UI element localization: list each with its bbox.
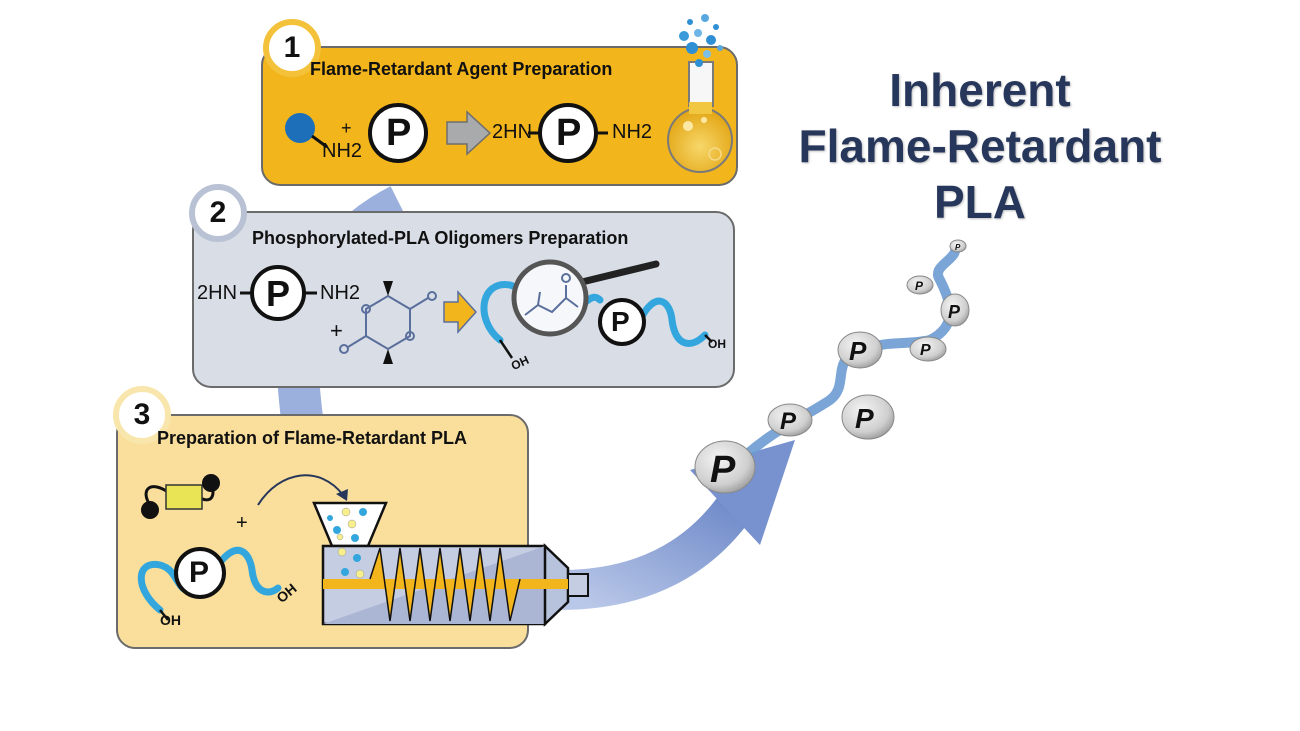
phosphorus-icon [174, 547, 226, 599]
p-label: P [189, 556, 210, 589]
p-disk-label: P [920, 342, 931, 359]
step-2-number: 2 [209, 196, 227, 229]
lactide-molecule-icon [339, 281, 437, 364]
p-disk-label: P [855, 403, 874, 434]
oh-label: OH [708, 337, 726, 351]
nh2-label: NH2 [320, 282, 361, 304]
nh2-label: NH2 [322, 140, 363, 162]
reaction-arrow-icon [446, 110, 492, 156]
p-disk-label: P [915, 279, 924, 293]
step-1-panel [261, 14, 738, 186]
step-2-title: Phosphorylated-PLA Oligomers Preparation [252, 228, 629, 248]
p-disk [940, 293, 970, 327]
p-disk [949, 239, 967, 253]
p-disk [837, 331, 883, 369]
chain-extender-icon [141, 474, 220, 519]
main-title-line-3: PLA [934, 176, 1026, 228]
polymer-ribbon: P P P P P P P P [694, 239, 970, 494]
h2n-label: 2HN [197, 282, 238, 304]
p-disk-label: P [710, 449, 736, 491]
amine-ball-icon [285, 113, 315, 143]
magnifier-icon [511, 259, 660, 337]
main-title-line-2: Flame-Retardant [798, 120, 1162, 172]
step-1-number: 1 [283, 31, 301, 64]
extruder-icon [312, 501, 589, 627]
main-title: Inherent Flame-Retardant PLA [770, 62, 1190, 230]
p-disk [841, 394, 895, 440]
main-title-line-1: Inherent [889, 64, 1071, 116]
feed-arrow-icon [257, 474, 344, 506]
p-disk-label: P [955, 243, 961, 252]
phosphorus-icon [598, 298, 646, 346]
oh-label: OH [160, 612, 181, 628]
p-label: P [266, 273, 291, 314]
p-disk-label: P [780, 408, 797, 435]
p-disk-label: P [849, 336, 867, 366]
plus-sign: + [236, 512, 248, 534]
plus-sign: + [341, 118, 352, 138]
nh2-label: NH2 [612, 121, 653, 143]
step-3-title: Preparation of Flame-Retardant PLA [157, 428, 468, 448]
p-disk [906, 275, 934, 295]
step-2-panel [189, 184, 735, 388]
p-disk [694, 440, 756, 494]
plus-sign: + [330, 318, 343, 343]
p-label: P [386, 112, 412, 154]
p-label: P [611, 306, 630, 337]
step-3-panel [113, 386, 589, 649]
p-label: P [556, 112, 582, 154]
phosphorus-icon [368, 103, 428, 163]
p-disk [909, 336, 947, 362]
step-3-number: 3 [133, 398, 151, 431]
step-1-title: Flame-Retardant Agent Preparation [310, 59, 613, 79]
reaction-arrow-icon [443, 290, 478, 334]
h2n-label: 2HN [492, 121, 533, 143]
p-disk-label: P [948, 302, 961, 322]
p-disk [767, 403, 813, 437]
flask-icon [667, 14, 733, 173]
